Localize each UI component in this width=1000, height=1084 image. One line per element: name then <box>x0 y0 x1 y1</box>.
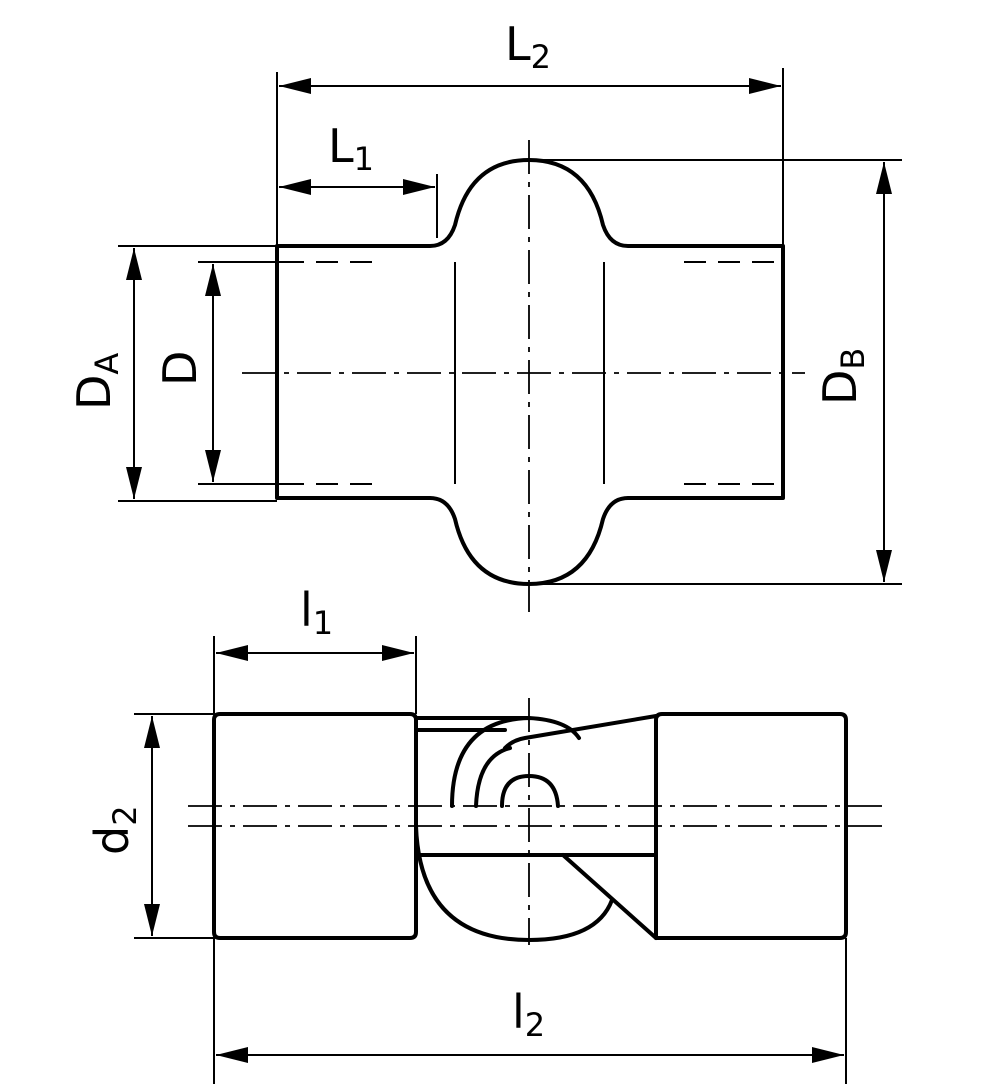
slanted-arm-upper <box>503 714 658 750</box>
pin-semicircle <box>500 774 560 808</box>
dimension-DB: DB <box>813 162 892 582</box>
dimension-l1: l1 <box>216 583 414 661</box>
label-l1: l1 <box>300 583 333 642</box>
label-DA: DA <box>67 353 126 410</box>
hub-arc-lower <box>414 824 614 942</box>
label-l2: l2 <box>512 985 545 1044</box>
label-d2: d2 <box>85 805 144 855</box>
label-L1: L1 <box>328 119 374 178</box>
dimension-L1: L1 <box>279 119 435 195</box>
top-view: L2 L1 DA D DB <box>67 17 902 612</box>
top-body-outline <box>275 158 785 586</box>
bottom-view: l1 d2 l2 <box>85 583 890 1084</box>
hub-arc-inner <box>474 746 512 808</box>
dimension-L2: L2 <box>279 17 781 94</box>
hub-arc-outer <box>450 716 581 808</box>
dimension-DA: DA <box>67 248 142 499</box>
dimension-l2: l2 <box>216 985 844 1063</box>
label-D: D <box>153 351 207 386</box>
label-L2: L2 <box>505 17 551 76</box>
dimension-d2: d2 <box>85 716 160 936</box>
slanted-arm-lower <box>561 853 658 940</box>
dimension-D: D <box>153 264 221 482</box>
label-DB: DB <box>813 348 872 405</box>
